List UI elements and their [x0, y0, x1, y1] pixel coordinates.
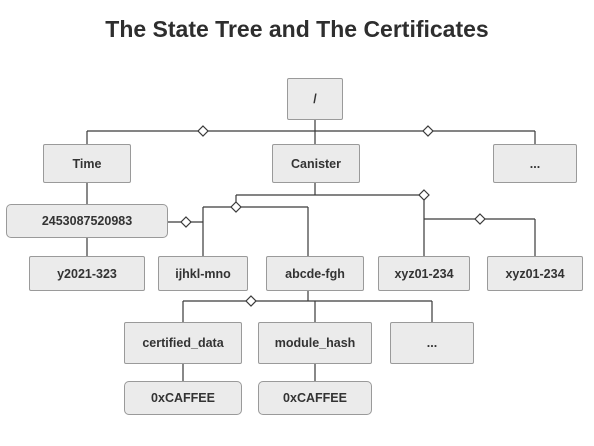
node-certified-value: 0xCAFFEE: [124, 381, 242, 415]
node-time: Time: [43, 144, 131, 183]
node-module-hash: module_hash: [258, 322, 372, 364]
node-canister: Canister: [272, 144, 360, 183]
node-root: /: [287, 78, 343, 120]
branch-diamond: [245, 295, 257, 307]
node-xyz01-b: xyz01-234: [487, 256, 583, 291]
branch-diamond: [180, 216, 192, 228]
node-ellipsis-bottom: ...: [390, 322, 474, 364]
node-abcde: abcde-fgh: [266, 256, 364, 291]
node-time-value: 2453087520983: [6, 204, 168, 238]
node-y2021: y2021-323: [29, 256, 145, 291]
node-ellipsis-top: ...: [493, 144, 577, 183]
node-ijhkl: ijhkl-mno: [158, 256, 248, 291]
diagram-title: The State Tree and The Certificates: [105, 16, 489, 42]
branch-diamond: [418, 189, 430, 201]
branch-diamond: [422, 125, 434, 137]
node-module-value: 0xCAFFEE: [258, 381, 372, 415]
branch-diamond: [197, 125, 209, 137]
node-certified-data: certified_data: [124, 322, 242, 364]
node-xyz01-a: xyz01-234: [378, 256, 470, 291]
branch-diamond: [474, 213, 486, 225]
branch-diamond: [230, 201, 242, 213]
